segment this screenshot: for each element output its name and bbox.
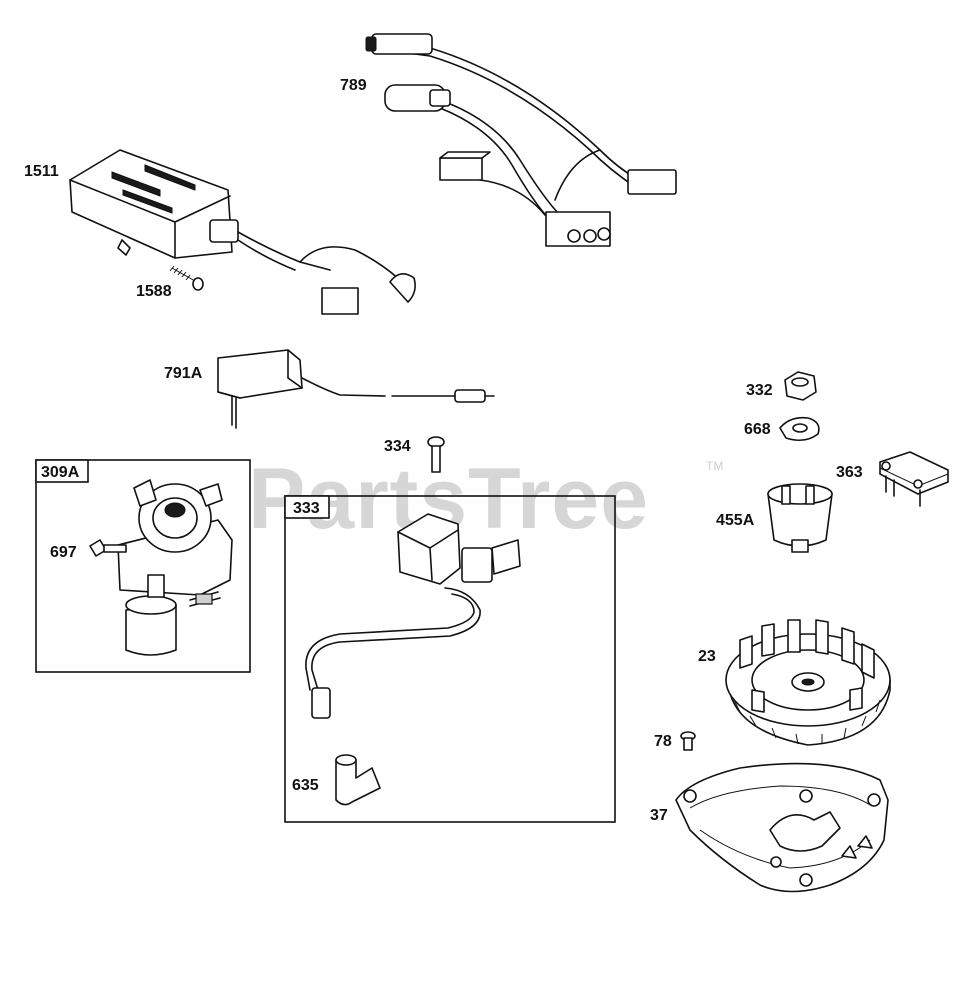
part-1511-control-module[interactable]	[69, 149, 416, 315]
label-1511: 1511	[24, 163, 59, 180]
part-789-wire-harness[interactable]	[365, 33, 677, 247]
part-332-nut[interactable]	[784, 371, 817, 401]
label-332: 332	[746, 382, 773, 399]
part-333-ignition-coil[interactable]	[305, 513, 521, 719]
label-363: 363	[836, 464, 863, 481]
part-635-spark-plug-boot[interactable]	[335, 754, 381, 806]
label-635: 635	[292, 777, 319, 794]
label-1588: 1588	[136, 283, 172, 300]
label-697: 697	[50, 544, 77, 561]
part-791A-charger[interactable]	[217, 349, 495, 429]
part-1588-screw[interactable]	[169, 265, 204, 291]
label-455A: 455A	[716, 512, 755, 529]
box-309A: 309A	[35, 459, 251, 673]
part-697-bolt[interactable]	[89, 539, 127, 557]
watermark-trademark: TM	[706, 459, 723, 473]
label-37: 37	[650, 807, 668, 824]
part-309A-starter-motor[interactable]	[117, 479, 233, 656]
part-37-blower-housing[interactable]	[675, 762, 889, 893]
part-668-washer[interactable]	[779, 416, 820, 442]
label-668: 668	[744, 421, 771, 438]
box-label-309A: 309A	[41, 464, 80, 481]
part-334-bolt[interactable]	[427, 436, 445, 473]
part-363-bracket[interactable]	[879, 451, 949, 507]
label-334: 334	[384, 438, 411, 455]
part-23-flywheel[interactable]	[725, 619, 891, 746]
box-333: 333	[284, 495, 616, 823]
label-78: 78	[654, 733, 672, 750]
label-791A: 791A	[164, 365, 203, 382]
box-label-333: 333	[293, 500, 320, 517]
label-23: 23	[698, 648, 716, 665]
label-789: 789	[340, 77, 367, 94]
part-455A-cup[interactable]	[767, 483, 833, 553]
part-78-screw[interactable]	[680, 731, 696, 751]
